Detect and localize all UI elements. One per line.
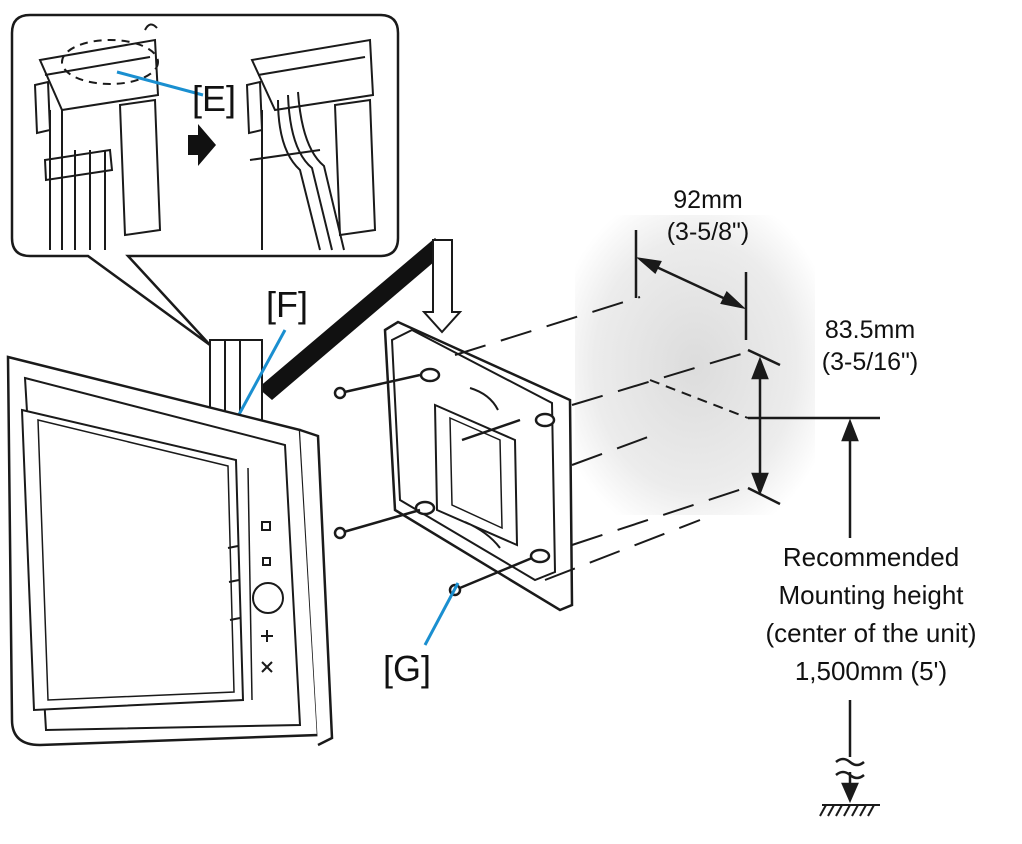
callout-f-label: [F] [266, 284, 308, 325]
mounting-height-note: Recommended Mounting height (center of t… [726, 538, 1016, 690]
connector-after-detail [245, 38, 377, 251]
connector-before-detail [33, 23, 162, 250]
screw-icon [333, 373, 533, 597]
callout-g-label: [G] [383, 648, 432, 689]
callout-e-leader [116, 70, 204, 97]
mounting-note-line1: Recommended [782, 542, 960, 572]
mounting-note-line4: 1,500mm (5') [794, 656, 948, 686]
width-dimension-label: 92mm (3-5/8") [638, 184, 778, 248]
arrow-down-icon [421, 239, 463, 334]
height-dimension [747, 348, 781, 506]
mounting-height-line [748, 416, 880, 804]
projection-lines [454, 296, 749, 581]
height-dimension-label: 83.5mm (3-5/16") [790, 314, 950, 378]
detail-inset [10, 13, 400, 347]
callout-g-leader [423, 582, 460, 646]
cable-strip [258, 238, 448, 400]
mounting-plate [383, 320, 574, 612]
mounting-note-line2: Mounting height [778, 580, 964, 610]
arrow-right-icon [188, 124, 216, 166]
ground-symbol-icon [819, 804, 880, 817]
monitor-unit [6, 355, 334, 747]
wall-area [575, 215, 815, 515]
width-imperial: (3-5/8") [666, 218, 750, 246]
callout-e-label: [E] [192, 78, 237, 119]
callout-f-leader [234, 329, 287, 421]
width-dimension [634, 230, 748, 340]
mounting-note-line3: (center of the unit) [765, 618, 977, 648]
monitor-buttons [227, 521, 284, 673]
width-metric: 92mm [673, 186, 743, 214]
height-imperial: (3-5/16") [821, 348, 919, 376]
height-metric: 83.5mm [824, 316, 916, 344]
